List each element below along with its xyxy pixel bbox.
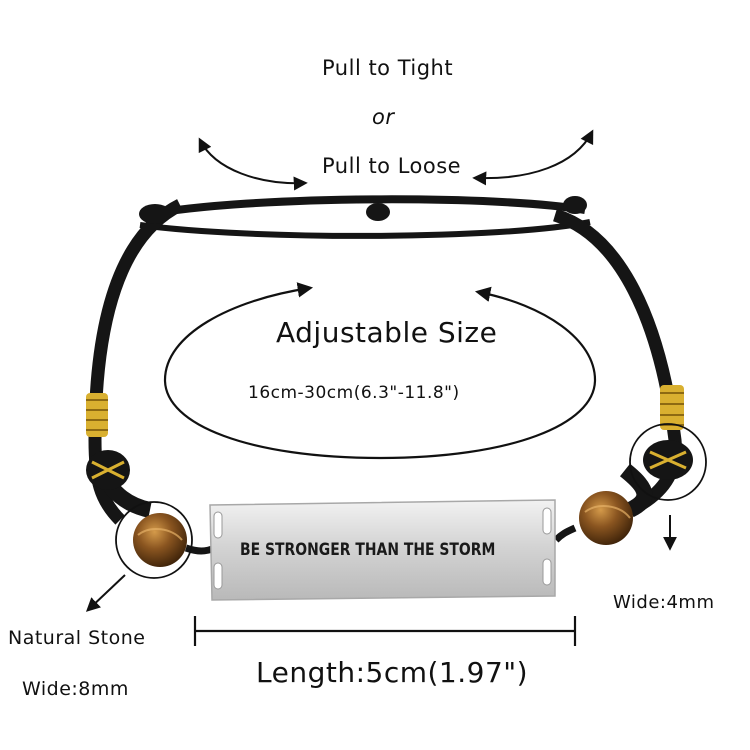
double-arrow-left-icon [198,137,308,191]
size-range-label: 16cm-30cm(6.3"-11.8") [248,383,460,403]
length-label: Length:5cm(1.97") [256,656,529,689]
double-arrow-right-icon [472,129,594,186]
tiger-eye-beads [133,491,633,567]
size-ellipse [163,282,597,460]
black-cord [88,195,682,525]
cord-width-label: Wide:4mm [613,592,715,613]
gold-wrap [86,385,693,490]
stone-width-label: Wide:8mm [22,678,129,700]
engraved-plate [209,499,556,601]
cord-callout-circle [629,423,707,501]
pull-loose-label: Pull to Loose [322,154,462,178]
annotations [85,129,707,646]
natural-stone-label: Natural Stone [8,627,146,649]
plate-engraving: BE STRONGER THAN THE STORM [240,540,496,560]
pull-tight-label: Pull to Tight [322,56,454,80]
stone-callout-circle [115,501,193,579]
stone-arrow-icon [85,574,126,612]
or-label: or [372,105,395,129]
adjustable-size-label: Adjustable Size [276,316,498,349]
